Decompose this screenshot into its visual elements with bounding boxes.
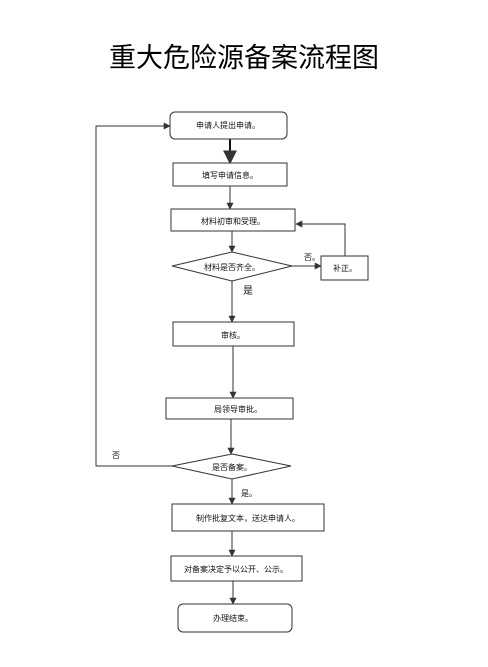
node-audit: 审核。 [172,321,295,347]
node-make-document-label: 制作批复文本，送达申请人。 [196,513,300,523]
edge-label-no-supplement: 否。 [304,253,320,262]
node-apply-label: 申请人提出申请。 [196,120,260,130]
edge-label-no-filed: 否 [112,451,120,460]
edge-filed-no-to-apply [95,122,172,467]
node-leader-approval-label: 局领导审批。 [214,404,262,414]
edge-label-yes-filed: 是。 [241,489,257,498]
node-review-accept-label: 材料初审和受理。 [201,216,265,226]
node-publish-label: 对备案决定予以公开、公示。 [184,564,288,574]
node-publish: 对备案决定予以公开、公示。 [170,555,303,582]
node-materials-complete-label: 材料是否齐全。 [204,262,260,272]
node-is-filed-label: 是否备案。 [212,462,252,472]
node-is-filed: 是否备案。 [171,453,292,480]
page-title: 重大危险源备案流程图 [109,43,379,74]
node-fill-info-label: 填写申请信息。 [202,170,258,180]
node-supplement: 补正。 [320,255,369,281]
node-materials-complete: 材料是否齐全。 [171,251,293,282]
node-finish: 办理结束。 [177,603,293,633]
node-leader-approval: 局领导审批。 [165,397,294,420]
node-apply: 申请人提出申请。 [169,111,288,140]
node-audit-label: 审核。 [221,330,245,340]
edge-supplement-to-review [295,220,346,256]
node-review-accept: 材料初审和受理。 [170,208,296,232]
node-make-document: 制作批复文本，送达申请人。 [171,503,325,532]
edge-label-yes-materials: 是 [243,285,253,297]
node-supplement-label: 补正。 [333,263,357,273]
node-fill-info: 填写申请信息。 [172,162,288,187]
node-finish-label: 办理结束。 [213,613,253,623]
